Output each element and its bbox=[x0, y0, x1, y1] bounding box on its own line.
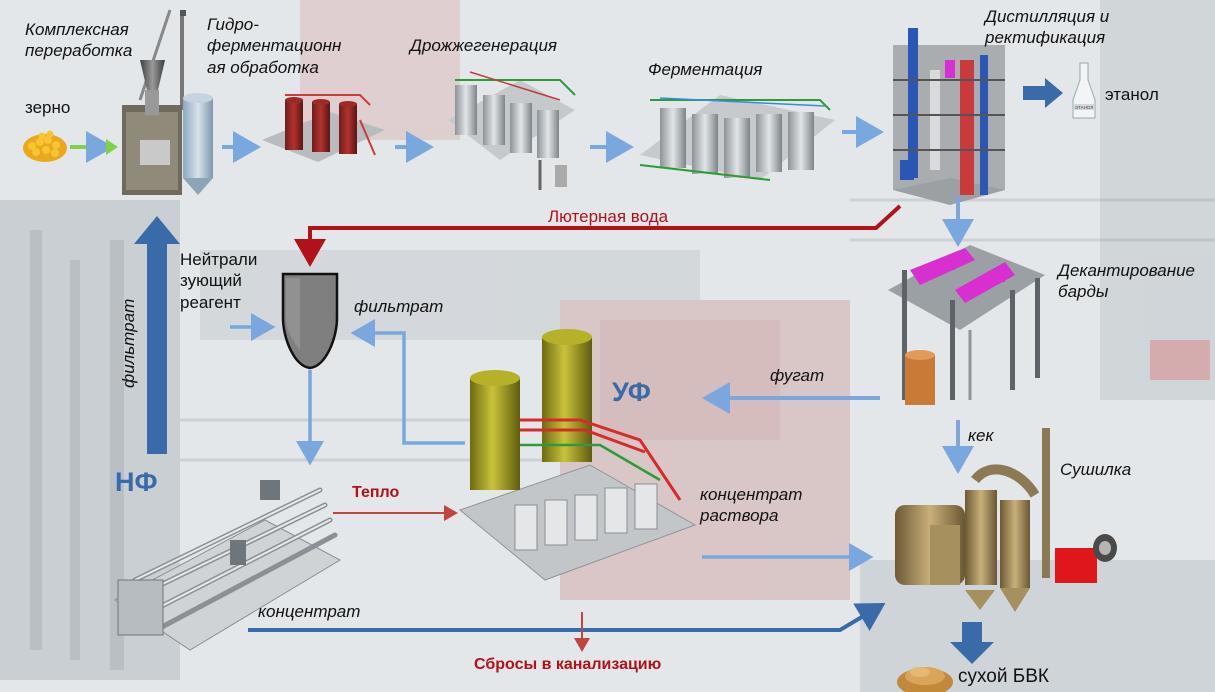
ethanol-bottle-label: ЭТАНОЛ bbox=[1075, 105, 1094, 110]
luter-water-line bbox=[294, 204, 902, 267]
ethanol-arrow bbox=[1023, 78, 1063, 108]
label-kek: кек bbox=[968, 426, 994, 445]
label-hydro-line1: Гидро- bbox=[207, 15, 259, 34]
label-sewage: Сбросы в канализацию bbox=[474, 656, 662, 673]
label-heat: Тепло bbox=[352, 484, 400, 501]
label-distillation: Дистилляция и ректификация bbox=[985, 6, 1109, 49]
label-dryer: Сушилка bbox=[1060, 460, 1132, 479]
label-decanting: Декантирование барды bbox=[1058, 260, 1195, 303]
yeast-generation-unit bbox=[448, 71, 576, 190]
label-nf: НФ bbox=[115, 467, 158, 497]
label-complex-line2: переработка bbox=[25, 41, 133, 61]
label-ethanol: этанол bbox=[1105, 85, 1159, 104]
label-complex-line1: Комплексная bbox=[25, 20, 129, 39]
label-luter-water: Лютерная вода bbox=[548, 207, 669, 226]
label-yeast-generation: Дрожжегенерация bbox=[410, 36, 557, 55]
uf-unit bbox=[458, 329, 697, 581]
complex-processing-unit bbox=[122, 9, 213, 195]
label-uf: УФ bbox=[612, 377, 651, 407]
label-filtrate-nf: фильтрат bbox=[119, 298, 138, 388]
dry-output-arrow bbox=[950, 622, 994, 664]
label-fermentation: Ферментация bbox=[648, 60, 763, 79]
label-fugat: фугат bbox=[770, 366, 825, 385]
label-decant-line2: барды bbox=[1058, 282, 1109, 302]
label-filtrate-uf: фильтрат bbox=[354, 297, 444, 316]
label-distillation-line2: ректификация bbox=[985, 28, 1106, 48]
label-concentrate: концентрат bbox=[258, 602, 361, 621]
ethanol-bottle-icon: ЭТАНОЛ bbox=[1072, 62, 1096, 119]
label-neutral-line2: зующий bbox=[180, 271, 242, 291]
label-hydro-line2: ферментационн bbox=[207, 36, 342, 56]
label-neutral-line1: Нейтрали bbox=[180, 250, 258, 269]
label-conc-sol-line1: концентрат bbox=[700, 485, 803, 504]
fermentation-unit bbox=[639, 95, 835, 181]
hydro-fermentation-unit bbox=[262, 94, 385, 162]
label-hydro-fermentation: Гидро- ферментационн ая обработка bbox=[207, 14, 341, 78]
nf-up-arrow bbox=[134, 216, 180, 454]
label-grain: зерно bbox=[25, 98, 71, 117]
label-distillation-line1: Дистилляция и bbox=[985, 7, 1110, 26]
nf-unit bbox=[114, 480, 342, 651]
dry-bvk-pile-icon bbox=[897, 667, 953, 692]
label-conc-sol-line2: раствора bbox=[700, 506, 779, 526]
decanter-unit bbox=[888, 245, 1045, 405]
label-hydro-line3: ая обработка bbox=[207, 57, 319, 77]
label-decant-line1: Декантирование bbox=[1058, 261, 1196, 280]
label-concentrate-solution: концентрат раствора bbox=[700, 484, 802, 527]
label-neutral-line3: реагент bbox=[180, 292, 241, 312]
neutralization-vessel bbox=[281, 272, 339, 370]
distillation-unit bbox=[893, 28, 1005, 205]
dryer-unit bbox=[895, 428, 1117, 612]
label-neutralizing-reagent: Нейтрали зующий реагент bbox=[180, 249, 257, 313]
label-complex-processing: Комплексная переработка bbox=[25, 19, 132, 62]
grain-pile-icon bbox=[23, 130, 67, 162]
label-dry-bvk: сухой БВК bbox=[958, 666, 1049, 687]
